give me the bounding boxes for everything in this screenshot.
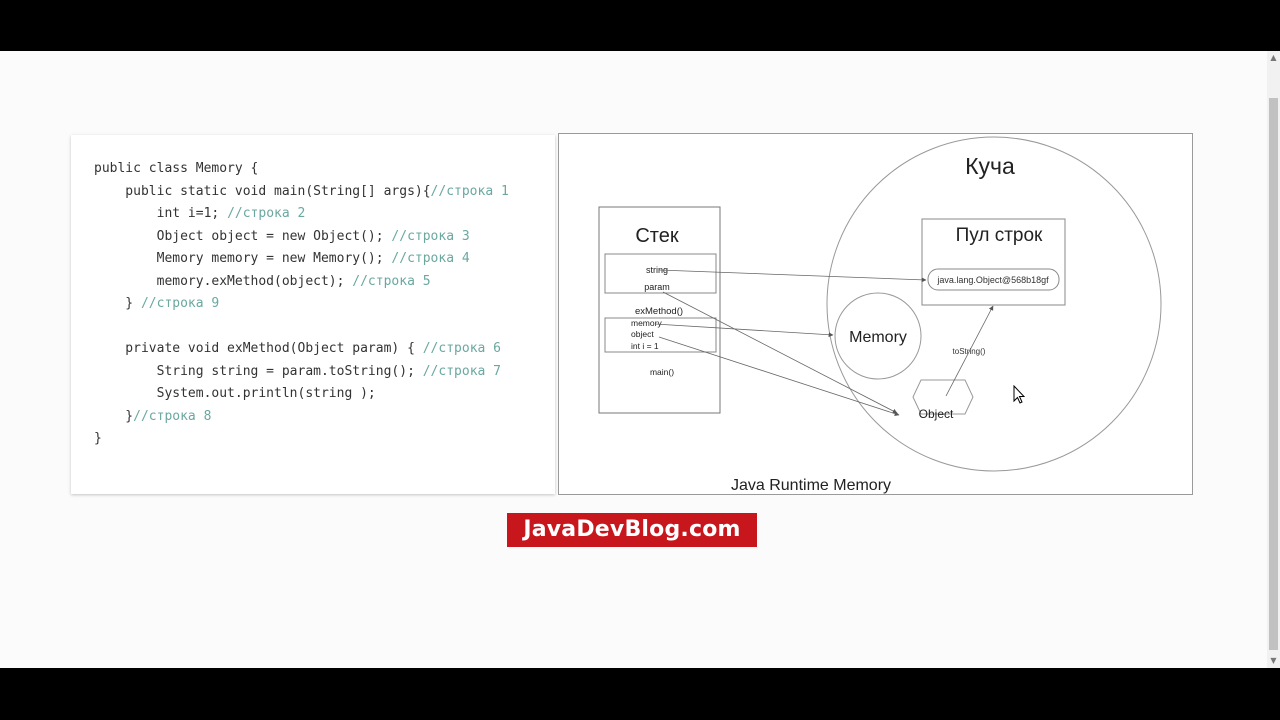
stack-box	[598, 206, 721, 414]
var-memory: memory	[631, 318, 662, 328]
code-text: }	[94, 431, 102, 446]
code-line: Object object = new Object(); //строка 3	[94, 226, 509, 249]
brand-banner: JavaDevBlog.com	[507, 513, 757, 547]
var-int-i: int i = 1	[631, 341, 659, 351]
code-comment: //строка 4	[391, 251, 470, 266]
page-viewport: public class Memory { public static void…	[0, 51, 1280, 668]
memory-node	[834, 292, 922, 380]
code-text: public class Memory {	[94, 161, 259, 176]
code-text: }	[94, 408, 134, 424]
code-text: String string = param.toString();	[94, 363, 423, 379]
heap-label: Куча	[965, 153, 1015, 179]
var-object: object	[631, 329, 654, 339]
code-comment: //строка 8	[133, 408, 212, 424]
code-text: Object object = new Object();	[94, 228, 392, 244]
code-line: int i=1; //строка 2	[94, 203, 509, 226]
scroll-up-icon[interactable]: ▲	[1270, 53, 1277, 62]
arrow-string-to-pool	[658, 269, 927, 283]
exmethod-label: exMethod()	[635, 306, 683, 317]
var-param: param	[644, 282, 670, 292]
code-text: System.out.println(string );	[94, 386, 376, 401]
exmethod-frame	[604, 253, 717, 294]
stack-label: Стек	[635, 225, 679, 247]
code-comment: //строка 7	[422, 363, 502, 379]
code-line: }	[94, 428, 509, 451]
string-pool-box	[921, 218, 1066, 306]
code-card: public class Memory { public static void…	[71, 135, 555, 494]
arrow-object-tostring	[945, 305, 994, 397]
code-line: public class Memory {	[94, 158, 509, 181]
arrow-object-to-object	[658, 336, 900, 416]
code-text: Memory memory = new Memory();	[94, 251, 392, 266]
scrollbar-thumb[interactable]	[1269, 98, 1278, 650]
code-text: int i=1;	[94, 206, 228, 221]
code-comment: //строка 3	[391, 228, 470, 244]
memory-node-label: Memory	[849, 329, 907, 346]
var-string: string	[646, 265, 668, 275]
code-block: public class Memory { public static void…	[94, 158, 509, 451]
code-comment: //строка 2	[227, 206, 306, 221]
diagram-caption: Java Runtime Memory	[731, 477, 891, 494]
arrow-param-to-object	[662, 291, 898, 414]
code-line: System.out.println(string );	[94, 383, 509, 406]
code-line: }//строка 8	[94, 406, 509, 429]
code-line	[94, 316, 509, 339]
object-node-label: Object	[919, 407, 954, 421]
string-pool-value: java.lang.Object@568b18gf	[936, 275, 1049, 285]
code-text: private void exMethod(Object param) {	[94, 341, 423, 356]
string-pool-entry	[927, 268, 1060, 291]
code-line: String string = param.toString(); //стро…	[94, 361, 509, 384]
code-line: public static void main(String[] args){/…	[94, 181, 509, 204]
memory-diagram: Куча Стек string param exMethod() memory…	[558, 133, 1193, 495]
main-frame	[604, 317, 717, 353]
vertical-scrollbar[interactable]: ▲ ▼	[1267, 51, 1280, 668]
code-text: }	[94, 296, 141, 311]
heap-circle	[826, 136, 1162, 472]
code-text: public static void main(String[] args){	[94, 183, 431, 199]
arrow-memory-to-memory	[654, 323, 834, 338]
code-line: memory.exMethod(object); //строка 5	[94, 271, 509, 294]
code-comment: //строка 9	[140, 296, 220, 311]
code-line: private void exMethod(Object param) { //…	[94, 338, 509, 361]
object-node	[912, 379, 974, 415]
code-text: memory.exMethod(object);	[94, 273, 353, 289]
code-comment: //строка 1	[430, 183, 509, 199]
code-comment: //строка 5	[352, 273, 431, 289]
main-label: main()	[650, 367, 674, 377]
mouse-pointer-icon	[1013, 385, 1025, 404]
diagram-svg: Куча Стек string param exMethod() memory…	[598, 136, 1162, 494]
string-pool-label: Пул строк	[956, 225, 1043, 246]
scroll-down-icon[interactable]: ▼	[1270, 656, 1277, 665]
code-comment: //строка 6	[422, 341, 502, 356]
code-line: } //строка 9	[94, 293, 509, 316]
code-line: Memory memory = new Memory(); //строка 4	[94, 248, 509, 271]
